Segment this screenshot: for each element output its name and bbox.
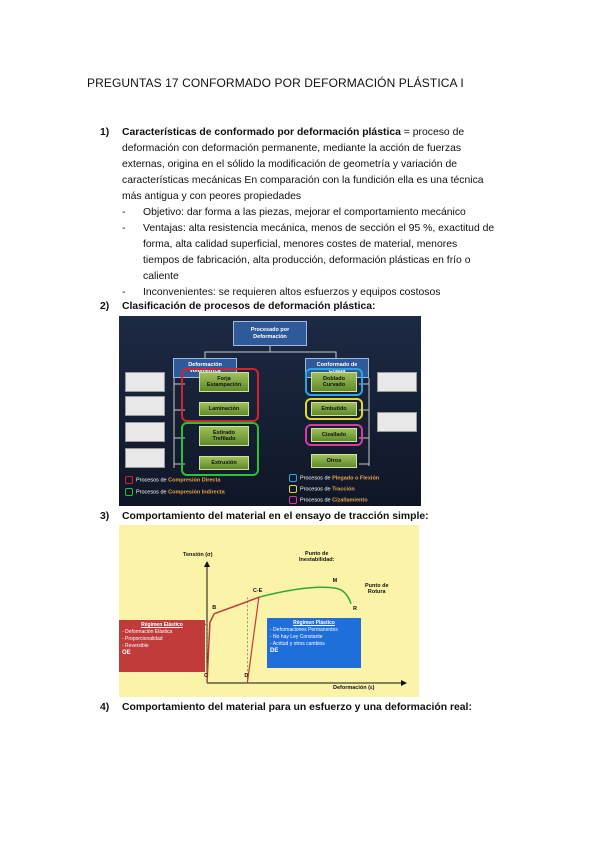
legend-item: Procesos de Compresión Directa [125, 476, 220, 484]
diagram-item-otros: Otros [311, 454, 357, 468]
section-lead: Comportamiento del material para un esfu… [122, 702, 472, 713]
section-lead: Características de conformado por deform… [122, 127, 401, 138]
regimen-elastico-box: Régimen Elástico - Deformación Elástica … [119, 620, 205, 672]
process-image [377, 412, 417, 432]
section-text-line: deformación con deformación permanente, … [122, 143, 462, 154]
section-text-line: externas, origina en el sólido la modifi… [122, 159, 457, 170]
point-label-b: B [212, 604, 217, 611]
point-label-r: R [353, 605, 357, 612]
point-label-m: M [332, 578, 338, 585]
legend-item: Procesos de Compresión Indirecta [125, 488, 225, 496]
process-image [125, 396, 165, 416]
section-text-line: más antigua y con peores propiedades [122, 191, 302, 202]
hardening-curve [213, 596, 260, 615]
diagram-item-embutido: Embutido [311, 402, 357, 416]
elastic-segment [206, 613, 215, 684]
point-label-c: C [204, 673, 208, 679]
frame-cizallamiento [305, 424, 363, 446]
x-axis-label: Deformación (ε) [333, 685, 375, 691]
stress-strain-chart: Tensión (σ) Deformación (ε) Punto de Ine… [119, 525, 419, 697]
diagram-connectors [173, 346, 370, 468]
annotation-rotura: Punto de Rotura [365, 583, 389, 595]
plastic-curve [258, 586, 352, 605]
process-image [377, 372, 417, 392]
process-image [125, 422, 165, 442]
frame-compresion-directa [181, 368, 259, 422]
page-title: PREGUNTAS 17 CONFORMADO POR DEFORMACIÓN … [87, 76, 464, 90]
process-image [125, 448, 165, 468]
bullet-inconvenientes: - Inconvenientes: se requieren altos esf… [122, 287, 441, 298]
y-axis-label: Tensión (σ) [183, 552, 213, 558]
section-lead: Comportamiento del material en el ensayo… [122, 511, 429, 522]
frame-traccion [305, 398, 363, 420]
frame-compresion-indirecta [181, 422, 259, 476]
legend-item: Procesos de Tracción [289, 485, 355, 493]
section-text-line: = proceso de [400, 127, 465, 138]
legend-item: Procesos de Plegado o Flexión [289, 474, 379, 482]
regimen-plastico-box: Régimen Plástico - Deformaciones Permane… [267, 618, 361, 668]
unload-line [246, 597, 260, 684]
chart-svg [204, 561, 407, 686]
process-image [125, 372, 165, 392]
diagram-item-extrusion: Extrusión [199, 456, 249, 470]
diagram-item-cizallado: Cizallado [311, 428, 357, 442]
section-text-line: características mecánicas En comparación… [122, 175, 484, 186]
section-number: 1) [100, 127, 110, 138]
bullet-ventajas: - Ventajas: alta resistencia mecánica, m… [122, 223, 495, 282]
frame-plegado [305, 368, 363, 396]
diagram-item-laminacion: Laminación [199, 402, 249, 416]
point-label-ce: C-E [252, 588, 263, 595]
annotation-inestabilidad: Punto de Inestabilidad: [299, 551, 335, 563]
section-lead: Clasificación de procesos de deformación… [122, 301, 376, 312]
point-label-d: D [244, 673, 249, 679]
legend-item: Procesos de Cizallamiento [289, 496, 368, 504]
bullet-objetivo: - Objetivo: dar forma a las piezas, mejo… [122, 207, 466, 218]
